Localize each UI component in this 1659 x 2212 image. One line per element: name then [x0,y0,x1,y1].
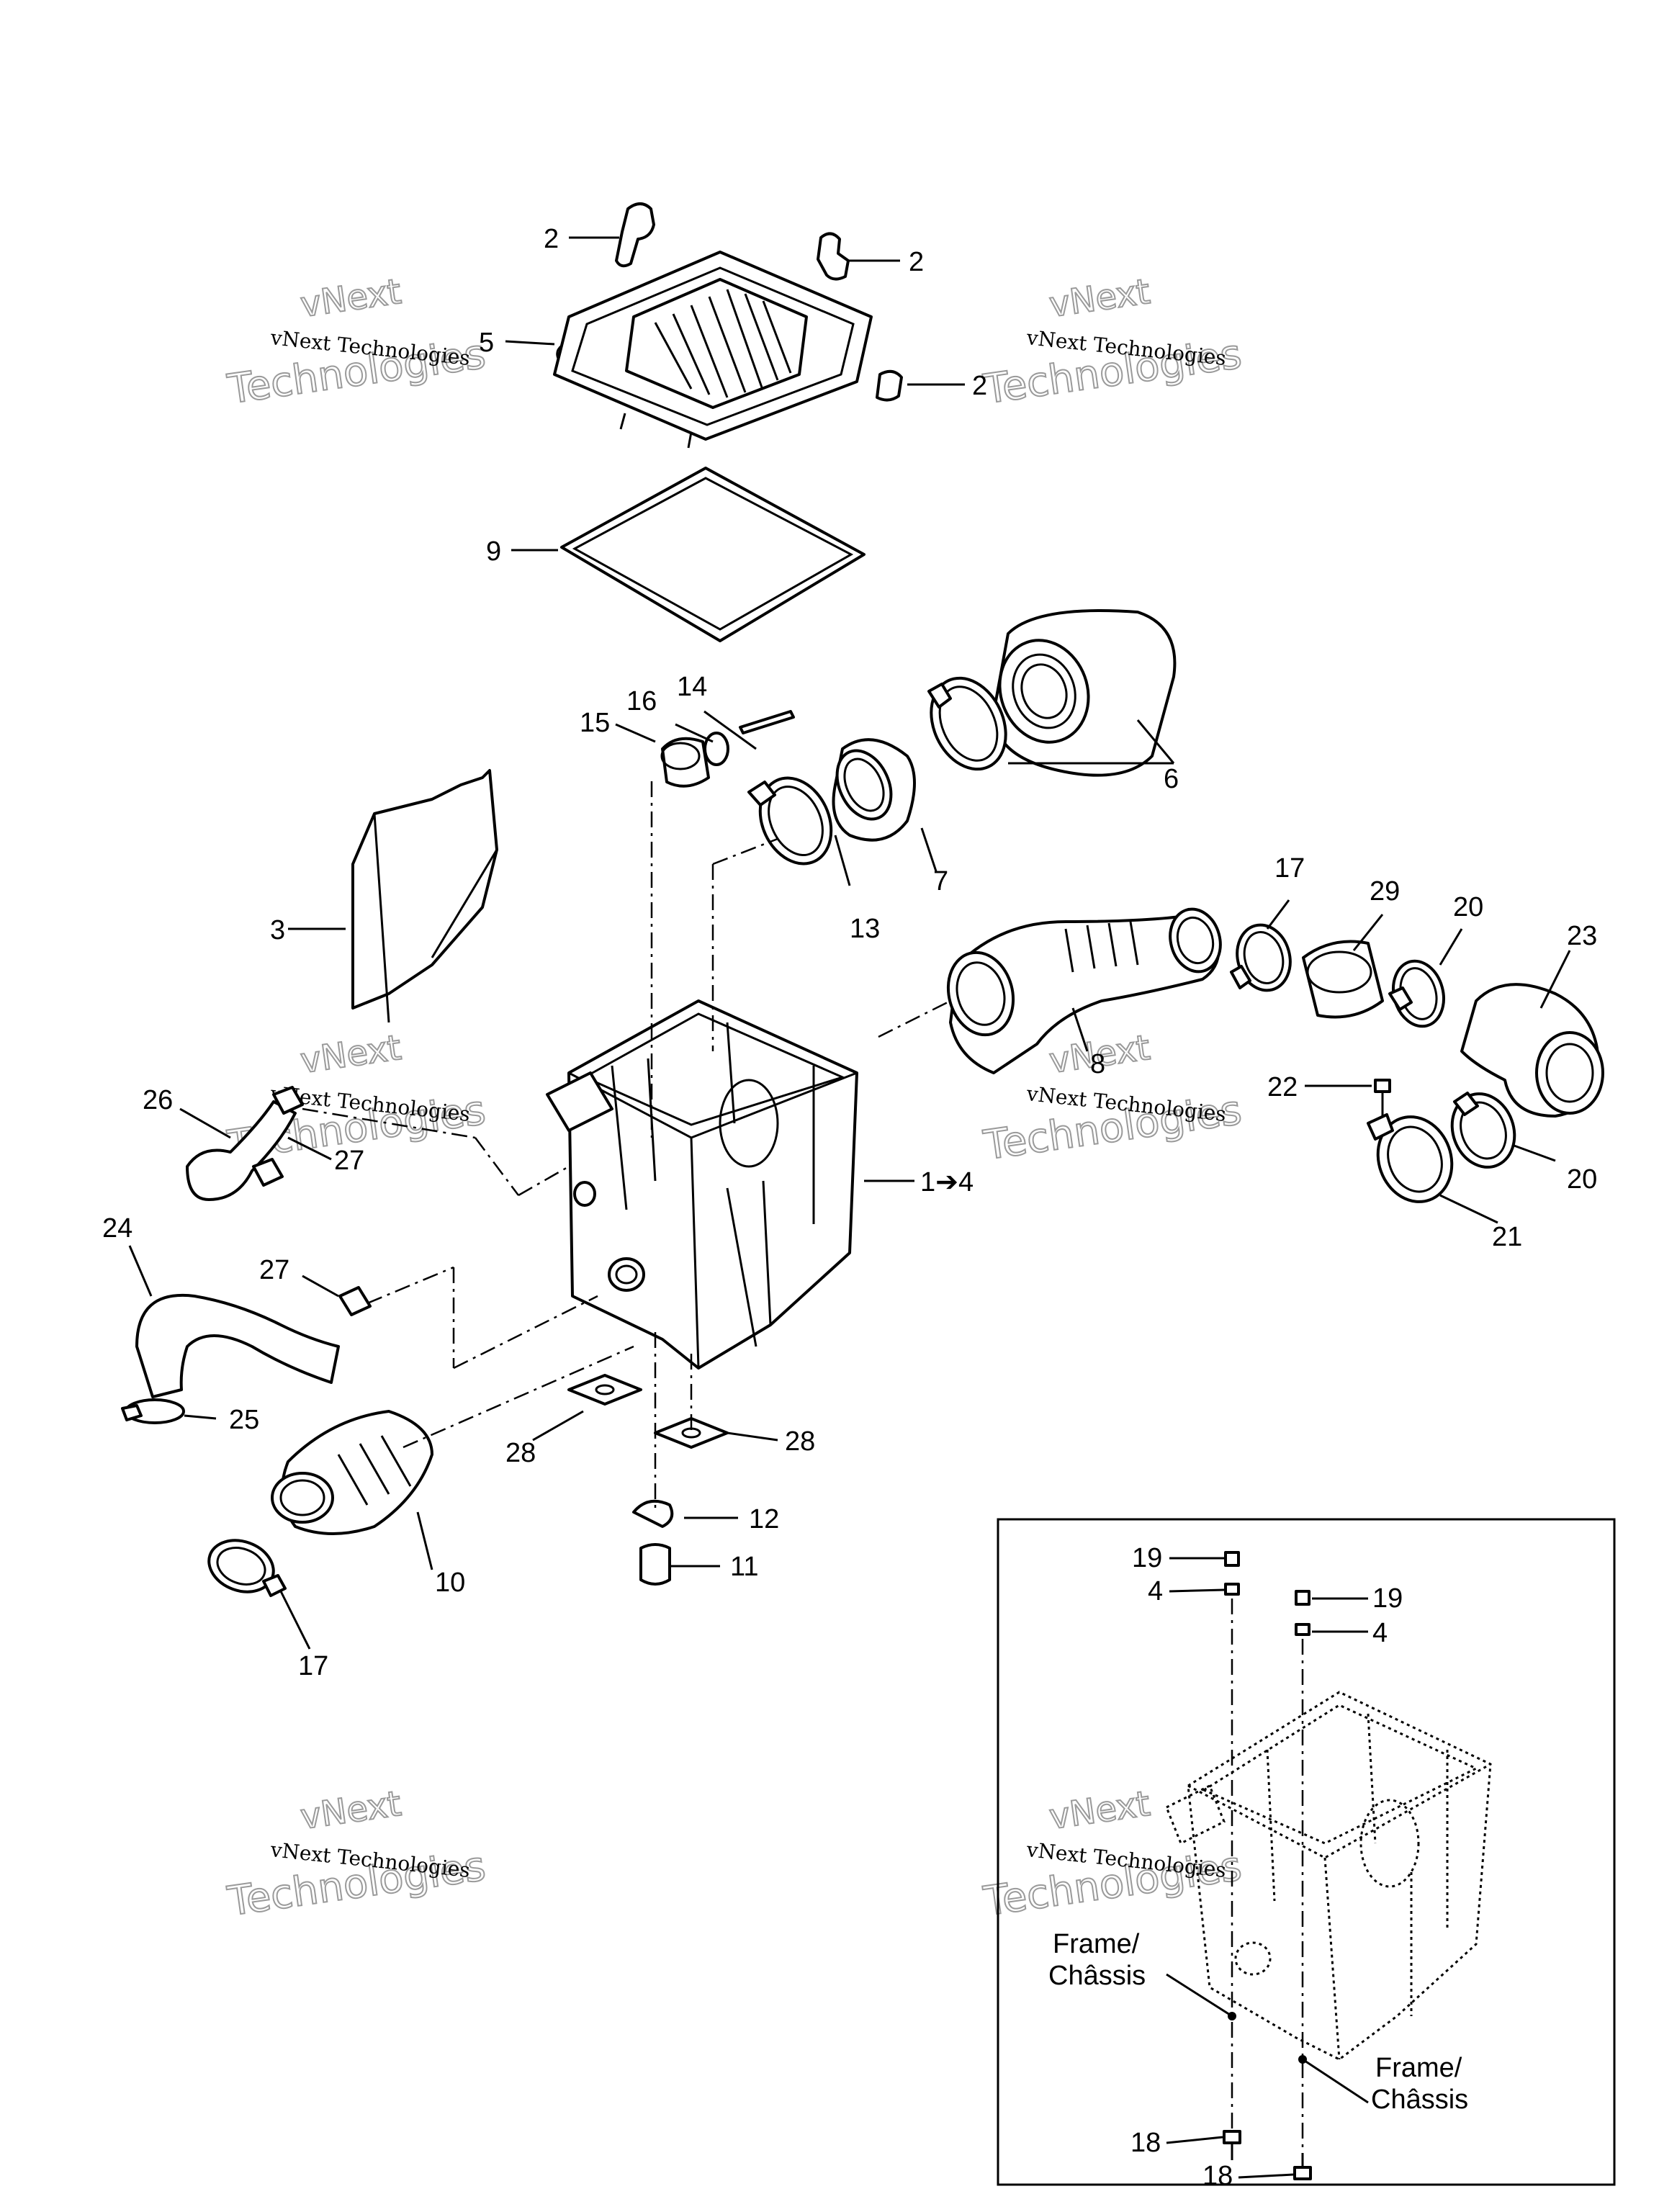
shield-panel-part-3 [351,769,498,1023]
callout-8: 8 [1090,1049,1105,1079]
hose-clamp-part-27-a [272,1086,304,1115]
disc-part-16 [703,732,729,766]
clip-part-2-a [615,202,655,268]
adapter-part-7 [832,738,916,842]
svg-text:vNext: vNext [298,1784,404,1838]
callout-12: 12 [749,1504,779,1534]
callout-2-a: 2 [544,224,559,254]
callout-11: 11 [730,1552,758,1582]
clamp-ring-upper [927,676,1007,771]
inset-callout-19-b: 19 [1372,1583,1403,1614]
clip-part-2-b [817,232,850,281]
inset-callout-19-a: 19 [1132,1543,1162,1573]
callout-29: 29 [1370,876,1400,907]
callout-27-b: 27 [259,1255,289,1285]
clamp-part-25 [121,1398,185,1424]
callout-7: 7 [933,866,948,896]
callout-16: 16 [626,686,657,716]
filter-gasket-part-9 [560,467,866,642]
inset-callout-4-a: 4 [1148,1576,1163,1606]
callout-17-b: 17 [298,1651,328,1681]
svg-text:vNext: vNext [1047,271,1153,325]
callout-labels: 2 2 2 5 9 14 16 15 6 13 7 3 17 29 20 23 … [102,224,1597,1681]
svg-text:vNext: vNext [1047,1784,1153,1838]
callout-13: 13 [850,914,880,944]
drain-hose-part-26 [186,1100,297,1201]
clamp-part-17-lower [207,1539,287,1597]
inset-frame-mounting: 19 4 19 4 Frame/ Châssis Frame/ Châssis … [997,1518,1616,2191]
elbow-boot-part-23 [1460,983,1604,1118]
hose-clamp-part-27-b [252,1158,284,1187]
callout-1-4: 1➔4 [920,1167,974,1197]
drain-hose-part-24 [135,1293,340,1398]
callout-26: 26 [143,1085,173,1115]
callout-9: 9 [486,536,501,567]
callout-3: 3 [270,915,285,945]
callout-6: 6 [1164,764,1179,794]
callout-20-a: 20 [1453,892,1483,922]
inset-callout-4-b: 4 [1372,1618,1388,1648]
intake-duct-part-8 [946,907,1222,1074]
watermark-bottom-right: vNext Technologies vNext Technologies [980,1783,1245,1926]
clamp-part-17-upper [1230,923,1292,992]
clamp-part-20-upper [1388,959,1445,1028]
callout-10: 10 [435,1568,465,1598]
callout-21: 21 [1492,1222,1522,1252]
hose-clamp-part-27-c [338,1286,372,1316]
clamp-part-20-lower [1450,1092,1516,1169]
inset-callout-18-a: 18 [1130,2128,1161,2158]
callout-27-a: 27 [334,1146,364,1176]
intake-boot-part-10 [271,1410,433,1535]
svg-text:vNext: vNext [298,271,404,325]
pin-part-14 [739,710,795,734]
callout-20-b: 20 [1567,1164,1597,1195]
callout-15: 15 [580,708,610,738]
air-filter-element-part-6 [992,609,1177,777]
clip-part-12 [632,1499,674,1528]
callout-2-c: 2 [972,371,987,401]
callout-24: 24 [102,1213,132,1244]
leader-lines [128,236,1571,1650]
callout-17-a: 17 [1274,853,1305,884]
watermark-top-left: vNext Technologies vNext Technologies [224,271,489,414]
callout-28-b: 28 [785,1426,815,1457]
inset-frame-label-b-line2: Châssis [1371,2085,1468,2115]
callout-23: 23 [1567,921,1597,951]
coupler-part-29 [1302,940,1384,1019]
air-box-part-1-4 [546,999,858,1370]
inset-callout-18-b: 18 [1202,2161,1233,2191]
callout-2-b: 2 [909,247,924,277]
svg-text:vNext: vNext [298,1028,404,1082]
callout-22: 22 [1267,1072,1298,1102]
inset-frame-label-a-line1: Frame/ [1053,1929,1140,1959]
assembly-center-lines [302,781,951,1512]
inset-frame-label-a-line2: Châssis [1048,1961,1146,1991]
callout-14: 14 [677,672,707,702]
clamp-part-13 [747,776,833,866]
flange-part-21 [1367,1113,1454,1203]
callout-25: 25 [229,1405,259,1435]
gasket-part-28-a [567,1374,642,1406]
plug-part-11 [639,1543,671,1586]
inset-frame-label-b-line1: Frame/ [1375,2053,1462,2083]
watermark-bottom-left: vNext Technologies vNext Technologies [224,1783,489,1926]
watermark-top-right: vNext Technologies vNext Technologies [980,271,1245,414]
callout-28-a: 28 [505,1438,536,1468]
clip-part-2-c [876,369,903,402]
callout-5: 5 [479,328,494,358]
filter-cover-part-5 [553,251,873,449]
cap-part-15 [660,737,710,788]
